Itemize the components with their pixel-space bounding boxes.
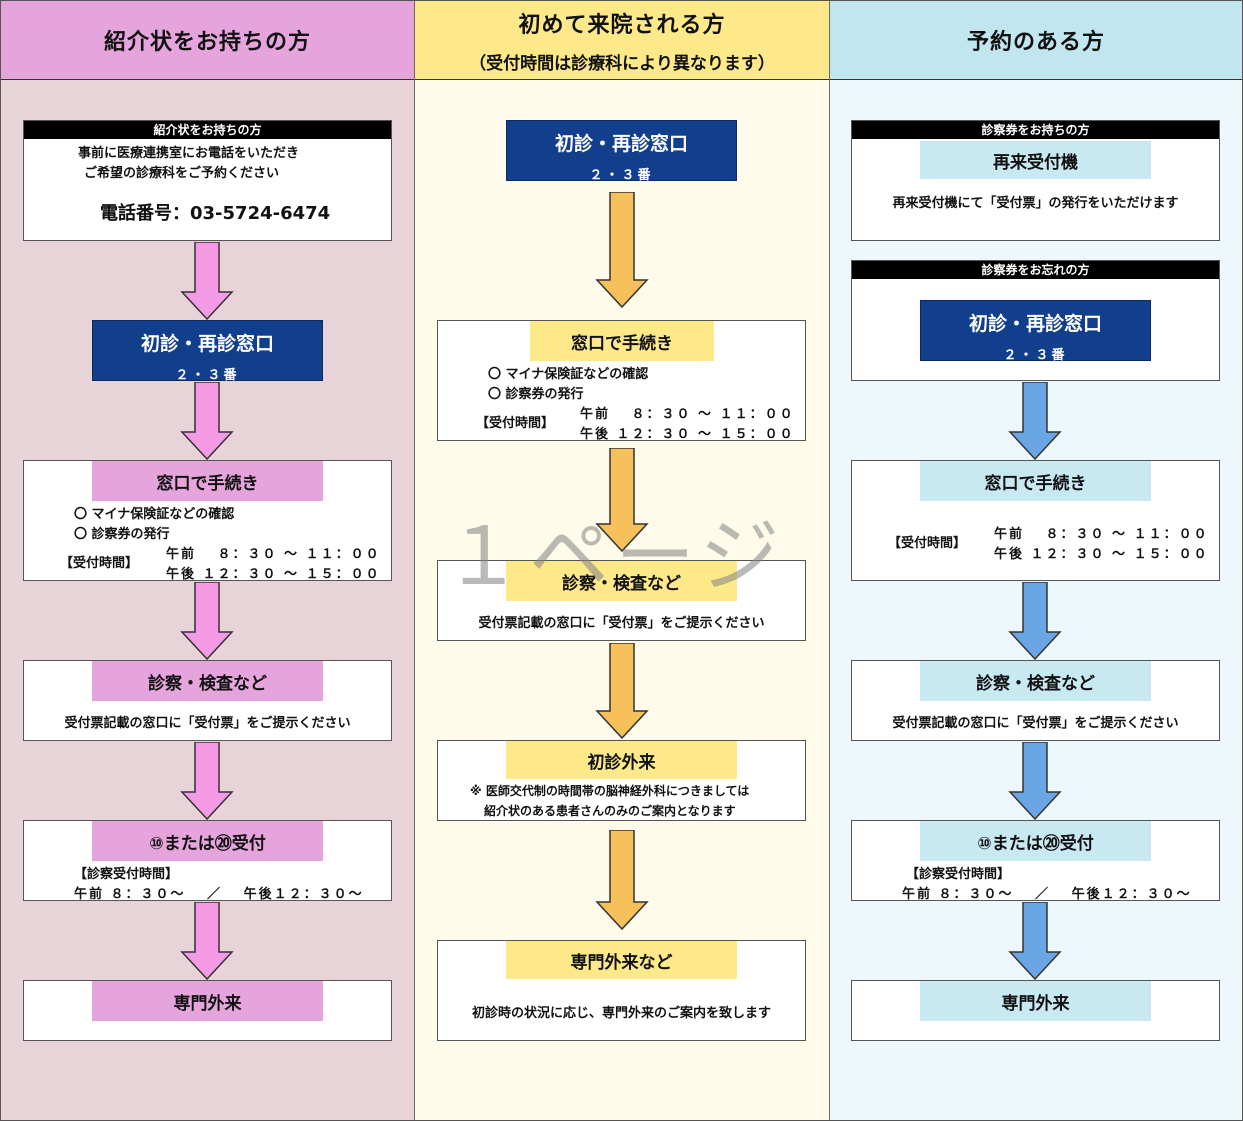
referral-window-number: ２・３番 — [175, 368, 240, 383]
first-visit-specialist-text: 初診時の状況に応じ、専門外来のご案内を致します — [471, 1006, 771, 1021]
arrow-down-icon — [180, 742, 234, 820]
referral-reception-label: 【診察受付時間】 — [74, 867, 179, 882]
arrow-down-icon — [595, 448, 649, 552]
first-visit-hours-am: 午前 ８：３０ 〜 １１：００ — [580, 407, 795, 422]
arrow-down-icon — [180, 902, 234, 980]
first-visit-procedure-item-id-check: 〇 マイナ保険証などの確認 — [488, 367, 649, 382]
first-visit-header: 初めて来院される方 （受付時間は診療科により異なります） — [414, 0, 830, 80]
arrow-down-icon — [180, 582, 234, 660]
arrow-down-icon — [595, 830, 649, 930]
appointment-reception-hours: 午前 ８：３０〜 ／ 午後１２：３０〜 — [902, 887, 1192, 902]
appointment-card-box — [851, 120, 1220, 241]
first-visit-window-number: ２・３番 — [589, 168, 654, 183]
appointment-card-bar: 診察券をお持ちの方 — [852, 121, 1219, 139]
column-divider — [414, 0, 415, 1121]
arrow-down-icon — [180, 242, 234, 320]
referral-hours-am: 午前 ８：３０ 〜 １１：００ — [166, 547, 381, 562]
appointment-kiosk-text: 再来受付機にて「受付票」の発行をいただけます — [892, 196, 1179, 211]
appointment-exam-text: 受付票記載の窓口に「受付票」をご提示ください — [892, 716, 1179, 731]
referral-exam-text: 受付票記載の窓口に「受付票」をご提示ください — [64, 716, 351, 731]
appointment-exam-title: 診察・検査など — [920, 661, 1151, 701]
referral-reception-hours: 午前 ８：３０〜 ／ 午後１２：３０〜 — [74, 887, 364, 902]
first-visit-header-subtitle: （受付時間は診療科により異なります） — [469, 53, 775, 74]
appointment-header-title: 予約のある方 — [966, 30, 1105, 55]
appointment-nocard-bar: 診察券をお忘れの方 — [852, 261, 1219, 279]
column-divider — [829, 0, 830, 1121]
first-visit-procedure-item-card-issue: 〇 診察券の発行 — [488, 387, 584, 402]
first-visit-window-title: 初診・再診窓口 — [554, 133, 688, 155]
first-visit-hours-pm: 午後 １２：３０ 〜 １５：００ — [580, 427, 795, 442]
first-visit-outpatient-note-line1: ※ 医師交代制の時間帯の脳神経外科につきましては — [470, 784, 750, 798]
referral-specialist-title: 専門外来 — [92, 981, 323, 1021]
appointment-reception-label: 【診察受付時間】 — [906, 867, 1011, 882]
referral-exam-title: 診察・検査など — [92, 661, 323, 701]
first-visit-exam-title: 診察・検査など — [506, 561, 737, 601]
referral-hours-pm: 午後 １２：３０ 〜 １５：００ — [166, 567, 381, 582]
appointment-header: 予約のある方 — [829, 0, 1243, 80]
appointment-window-box: 初診・再診窓口 ２・３番 — [920, 300, 1151, 363]
first-visit-specialist-box — [437, 940, 806, 1041]
appointment-reception-title: ⑩または⑳受付 — [920, 821, 1151, 861]
referral-hours-label: 【受付時間】 — [60, 556, 139, 571]
first-visit-hours-label: 【受付時間】 — [476, 416, 555, 431]
first-visit-header-title: 初めて来院される方 — [518, 12, 726, 38]
first-visit-procedure-title: 窓口で手続き — [530, 321, 714, 361]
referral-instruction-line1: 事前に医療連携室にお電話をいただき — [78, 146, 300, 161]
referral-procedure-item-id-check: 〇 マイナ保険証などの確認 — [74, 507, 235, 522]
referral-reception-title: ⑩または⑳受付 — [92, 821, 323, 861]
arrow-down-icon — [595, 192, 649, 308]
referral-phone-box — [23, 120, 392, 241]
referral-instruction-line2: ご希望の診療科をご予約ください — [84, 166, 280, 181]
appointment-kiosk-title: 再来受付機 — [920, 141, 1151, 179]
first-visit-outpatient-note-line2: 紹介状のある患者さんのみのご案内となります — [484, 804, 736, 818]
appointment-window-title: 初診・再診窓口 — [968, 313, 1102, 335]
referral-header-title: 紹介状をお持ちの方 — [103, 30, 311, 55]
arrow-down-icon — [180, 382, 234, 460]
first-visit-exam-text: 受付票記載の窓口に「受付票」をご提示ください — [478, 616, 765, 631]
first-visit-window-box: 初診・再診窓口 ２・３番 — [506, 120, 737, 183]
appointment-procedure-title: 窓口で手続き — [920, 461, 1151, 501]
appointment-window-number: ２・３番 — [1003, 348, 1068, 363]
referral-window-box: 初診・再診窓口 ２・３番 — [92, 320, 323, 383]
arrow-down-icon — [1008, 742, 1062, 820]
appointment-specialist-title: 専門外来 — [920, 981, 1151, 1021]
arrow-down-icon — [595, 643, 649, 739]
referral-procedure-item-card-issue: 〇 診察券の発行 — [74, 527, 170, 542]
referral-window-title: 初診・再診窓口 — [140, 333, 274, 355]
appointment-hours-pm: 午後 １２：３０ 〜 １５：００ — [994, 547, 1209, 562]
appointment-hours-am: 午前 ８：３０ 〜 １１：００ — [994, 527, 1209, 542]
arrow-down-icon — [1008, 902, 1062, 980]
appointment-hours-label: 【受付時間】 — [888, 536, 967, 551]
referral-phone-box-bar: 紹介状をお持ちの方 — [24, 121, 391, 139]
first-visit-outpatient-title: 初診外来 — [506, 741, 737, 779]
referral-procedure-title: 窓口で手続き — [92, 461, 323, 501]
first-visit-specialist-title: 専門外来など — [506, 941, 737, 979]
referral-phone-number: 電話番号：03-5724-6474 — [100, 203, 331, 224]
arrow-down-icon — [1008, 382, 1062, 460]
arrow-down-icon — [1008, 582, 1062, 660]
